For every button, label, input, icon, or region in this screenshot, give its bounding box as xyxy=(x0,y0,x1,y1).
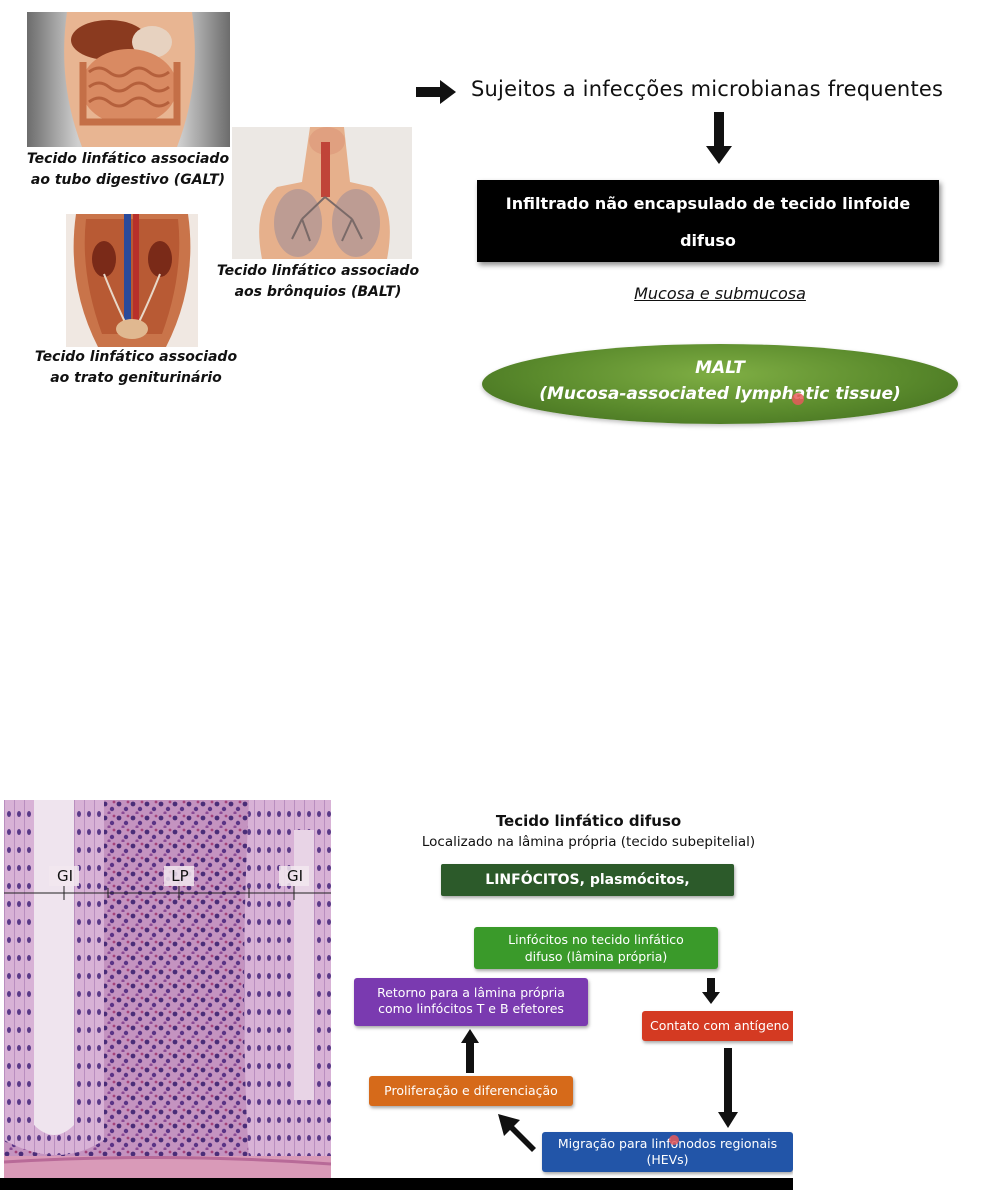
antigen-contact-label: Contato com antígeno xyxy=(650,1018,790,1033)
lamina-propria-label: LP xyxy=(171,867,189,885)
right-arrow-icon xyxy=(416,80,456,104)
up-arrow-icon xyxy=(461,1029,479,1073)
proliferation-box: Proliferação e diferenciação xyxy=(369,1076,573,1106)
diffuse-tissue-subtitle: Localizado na lâmina própria (tecido sub… xyxy=(421,834,756,850)
genitourinary-caption: Tecido linfático associado ao trato geni… xyxy=(22,347,250,389)
down-arrow-icon xyxy=(718,1048,738,1128)
cells-box: LINFÓCITOS, plasmócitos, eosinófilos xyxy=(441,864,734,920)
diffuse-tissue-title: Tecido linfático difuso xyxy=(495,812,682,830)
return-line: como linfócitos T e B efetores xyxy=(378,1001,564,1016)
cells-box-label: LINFÓCITOS, plasmócitos, eosinófilos xyxy=(485,872,690,920)
proliferation-label: Proliferação e diferenciação xyxy=(384,1083,558,1098)
migration-line: Migração para linfonodos regionais xyxy=(557,1136,778,1151)
cycle-start-line: Linfócitos no tecido linfático xyxy=(508,932,684,947)
migration-box: Migração para linfonodos regionais (HEVs… xyxy=(542,1132,793,1172)
gland-label-right: GI xyxy=(286,867,304,885)
cycle-start-box: Linfócitos no tecido linfático difuso (l… xyxy=(474,927,718,969)
pointer-dot xyxy=(792,393,804,405)
gland-label-left: GI xyxy=(56,867,74,885)
balt-caption-line: Tecido linfático associado xyxy=(216,263,420,279)
genitourinary-tract-image xyxy=(66,214,198,347)
balt-caption: Tecido linfático associado aos brônquios… xyxy=(204,261,432,303)
down-arrow-icon xyxy=(706,112,732,164)
histology-micrograph: GI LP GI xyxy=(4,800,331,1178)
digestive-tract-image xyxy=(27,12,230,147)
genitourinary-caption-line: Tecido linfático associado xyxy=(34,349,238,365)
diagonal-arrow-icon xyxy=(498,1114,536,1152)
down-arrow-icon xyxy=(702,978,720,1004)
lymphoid-infiltrate-line: e nódulos linfóides xyxy=(622,268,794,287)
bottom-slide: GI LP GI Tecido linfático difuso Localiz… xyxy=(0,800,793,1190)
balt-caption-line: aos brônquios (BALT) xyxy=(234,284,402,300)
galt-caption-line: Tecido linfático associado xyxy=(26,151,230,167)
antigen-contact-box: Contato com antígeno xyxy=(642,1011,793,1041)
pointer-dot xyxy=(669,1135,679,1145)
cycle-start-line: difuso (lâmina própria) xyxy=(524,949,668,964)
lymphoid-infiltrate-box: Infiltrado não encapsulado de tecido lin… xyxy=(477,180,939,287)
migration-line: (HEVs) xyxy=(646,1152,689,1167)
respiratory-tract-image xyxy=(232,127,412,259)
malt-subtitle: (Mucosa-associated lymphatic tissue) xyxy=(539,384,901,404)
galt-caption-line: ao tubo digestivo (GALT) xyxy=(30,172,226,188)
genitourinary-caption-line: ao trato geniturinário xyxy=(50,370,222,386)
galt-caption: Tecido linfático associado ao tubo diges… xyxy=(14,149,242,191)
lymphoid-infiltrate-line: Infiltrado não encapsulado de tecido lin… xyxy=(505,194,911,250)
flow-statement: Sujeitos a infecções microbianas frequen… xyxy=(471,77,944,101)
malt-title: MALT xyxy=(695,358,745,378)
return-box: Retorno para a lâmina própria como linfó… xyxy=(354,978,588,1026)
return-line: Retorno para a lâmina própria xyxy=(377,985,565,1000)
malt-ellipse: MALT (Mucosa-associated lymphatic tissue… xyxy=(482,344,958,424)
location-label: Mucosa e submucosa xyxy=(634,284,806,303)
video-bar xyxy=(0,1178,793,1190)
